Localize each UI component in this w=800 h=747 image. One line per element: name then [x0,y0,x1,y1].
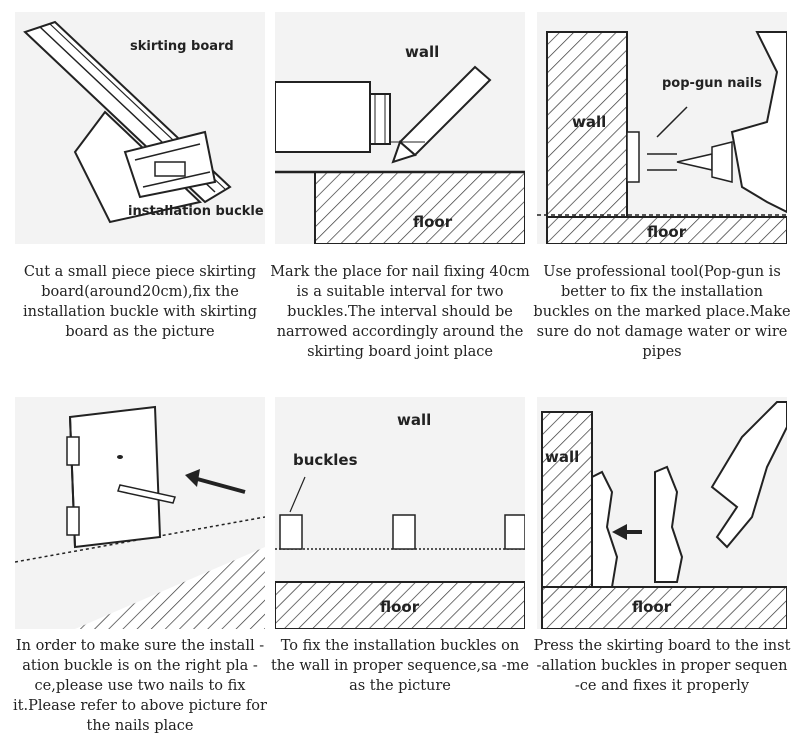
caption-3: Use professional tool(Pop-gun is better … [533,264,791,360]
label-floor: floor [380,598,420,616]
label-floor: floor [632,598,672,616]
two-nails-illustration [15,397,265,629]
label-skirting-board: skirting board [130,39,234,54]
caption-2: Mark the place for nail fixing 40cm is a… [270,264,530,360]
buckles-sequence-illustration: wall buckles floor [275,397,525,629]
panel-two-nails [15,397,265,629]
pop-gun-illustration: pop-gun nails wall floor [537,12,787,244]
panel-cut-skirting: skirting board installation buckle [15,12,265,244]
caption-5: To fix the installation buckles on the w… [270,638,530,694]
label-installation-buckle: installation buckle [128,204,264,219]
panel-mark-nail: wall floor [275,12,525,244]
panel-press-board: wall floor [537,397,787,629]
label-floor: floor [647,223,687,241]
caption-1: Cut a small piece piece skirting board(a… [22,264,257,340]
label-floor: floor [413,213,453,231]
skirting-board-illustration: skirting board installation buckle [15,12,265,244]
press-board-illustration: wall floor [537,397,787,629]
label-wall: wall [545,448,579,466]
label-wall: wall [572,113,606,131]
label-wall: wall [405,43,439,61]
label-wall: wall [397,411,431,429]
panel-pop-gun: pop-gun nails wall floor [537,12,787,244]
caption-6: Press the skirting board to the inst -al… [533,638,791,694]
mark-wall-illustration: wall floor [275,12,525,244]
label-pop-gun-nails: pop-gun nails [662,76,762,91]
label-buckles: buckles [293,451,358,469]
caption-4: In order to make sure the install -ation… [13,638,267,734]
panel-buckles-sequence: wall buckles floor [275,397,525,629]
